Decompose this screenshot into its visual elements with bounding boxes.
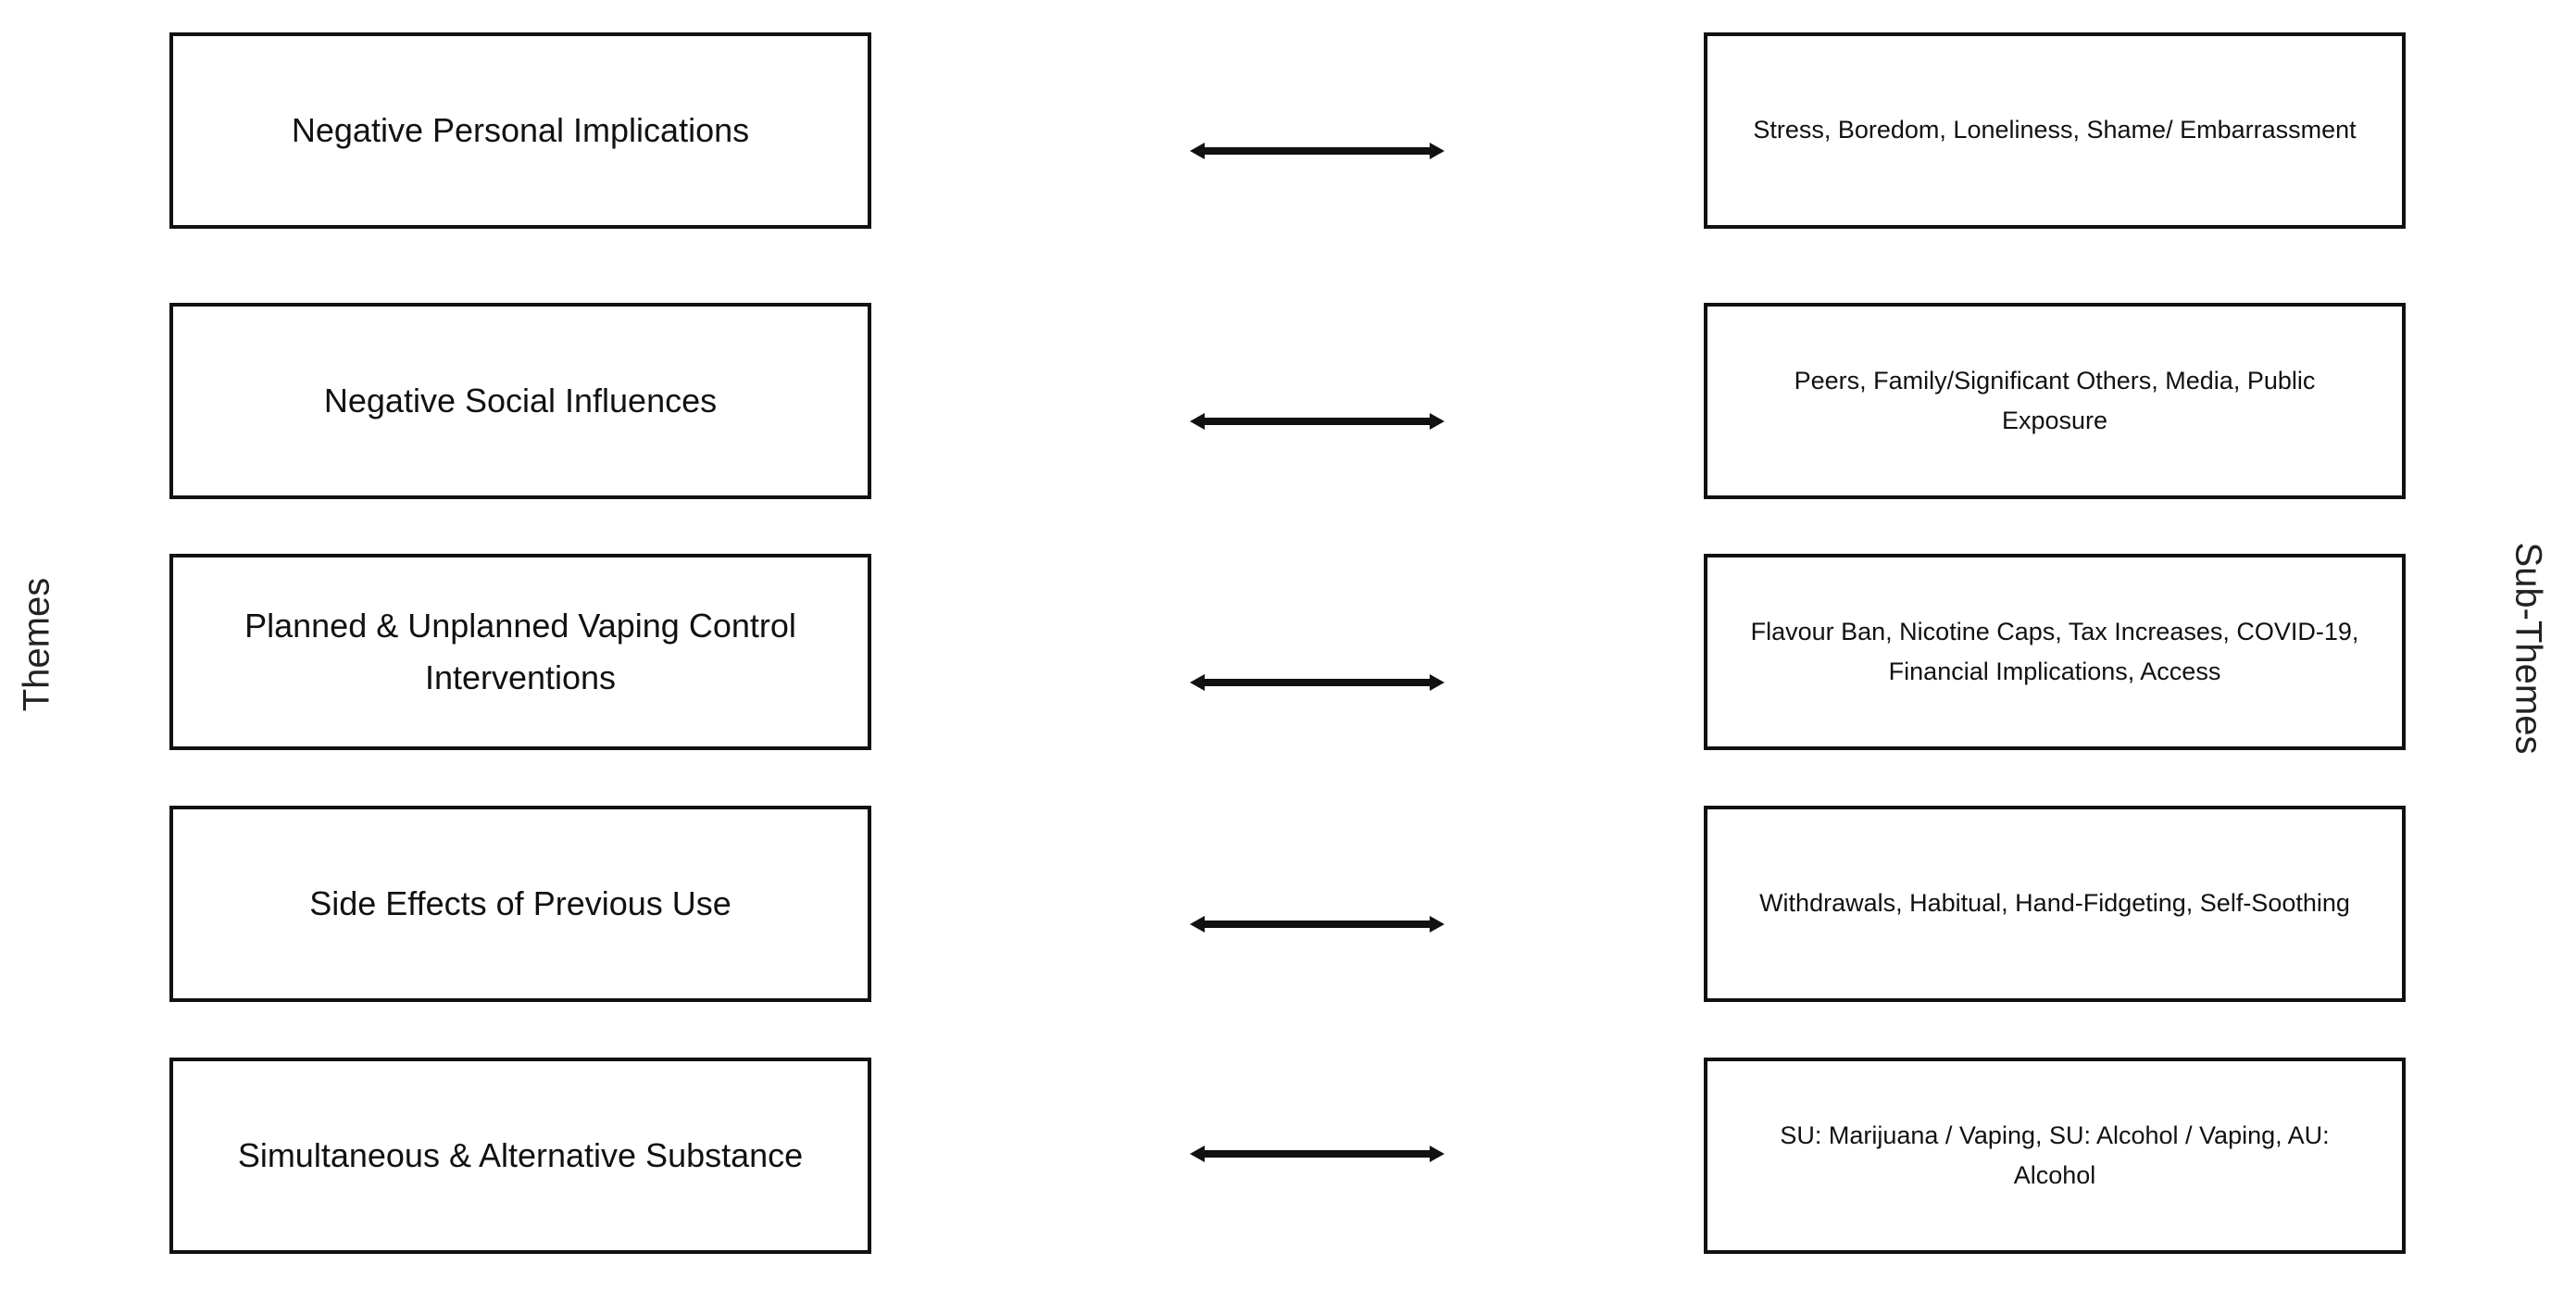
subtheme-label: Stress, Boredom, Loneliness, Shame/ Emba… bbox=[1753, 116, 2357, 144]
theme-row: Negative Personal Implications Stress, B… bbox=[0, 32, 2576, 232]
double-arrow-icon bbox=[1190, 413, 1444, 430]
theme-label: Negative Personal Implications bbox=[291, 111, 750, 150]
theme-row: Negative Social Influences Peers, Family… bbox=[0, 303, 2576, 503]
subtheme-box: Peers, Family/Significant Others, Media,… bbox=[1704, 303, 2406, 499]
theme-row: Planned & Unplanned Vaping Control Inter… bbox=[0, 554, 2576, 754]
double-arrow-icon bbox=[1190, 916, 1444, 933]
double-arrow-icon bbox=[1190, 143, 1444, 159]
theme-label: Side Effects of Previous Use bbox=[309, 884, 732, 923]
subtheme-label: Flavour Ban, Nicotine Caps, Tax Increase… bbox=[1750, 617, 2359, 685]
theme-label: Planned & Unplanned Vaping Control Inter… bbox=[244, 607, 796, 696]
theme-box: Negative Personal Implications bbox=[169, 32, 871, 229]
theme-box: Side Effects of Previous Use bbox=[169, 806, 871, 1002]
subtheme-label: SU: Marijuana / Vaping, SU: Alcohol / Va… bbox=[1780, 1121, 2330, 1189]
theme-row: Simultaneous & Alternative Substance SU:… bbox=[0, 1058, 2576, 1258]
theme-label: Negative Social Influences bbox=[323, 382, 718, 420]
double-arrow-icon bbox=[1190, 674, 1444, 691]
theme-label: Simultaneous & Alternative Substance bbox=[237, 1136, 804, 1175]
theme-box: Simultaneous & Alternative Substance bbox=[169, 1058, 871, 1254]
subtheme-box: Stress, Boredom, Loneliness, Shame/ Emba… bbox=[1704, 32, 2406, 229]
theme-row: Side Effects of Previous Use Withdrawals… bbox=[0, 806, 2576, 1006]
subtheme-label: Peers, Family/Significant Others, Media,… bbox=[1794, 366, 2316, 434]
subtheme-box: SU: Marijuana / Vaping, SU: Alcohol / Va… bbox=[1704, 1058, 2406, 1254]
theme-box: Planned & Unplanned Vaping Control Inter… bbox=[169, 554, 871, 750]
subtheme-label: Withdrawals, Habitual, Hand-Fidgeting, S… bbox=[1759, 889, 2350, 918]
double-arrow-icon bbox=[1190, 1146, 1444, 1162]
subtheme-box: Withdrawals, Habitual, Hand-Fidgeting, S… bbox=[1704, 806, 2406, 1002]
subtheme-box: Flavour Ban, Nicotine Caps, Tax Increase… bbox=[1704, 554, 2406, 750]
theme-box: Negative Social Influences bbox=[169, 303, 871, 499]
